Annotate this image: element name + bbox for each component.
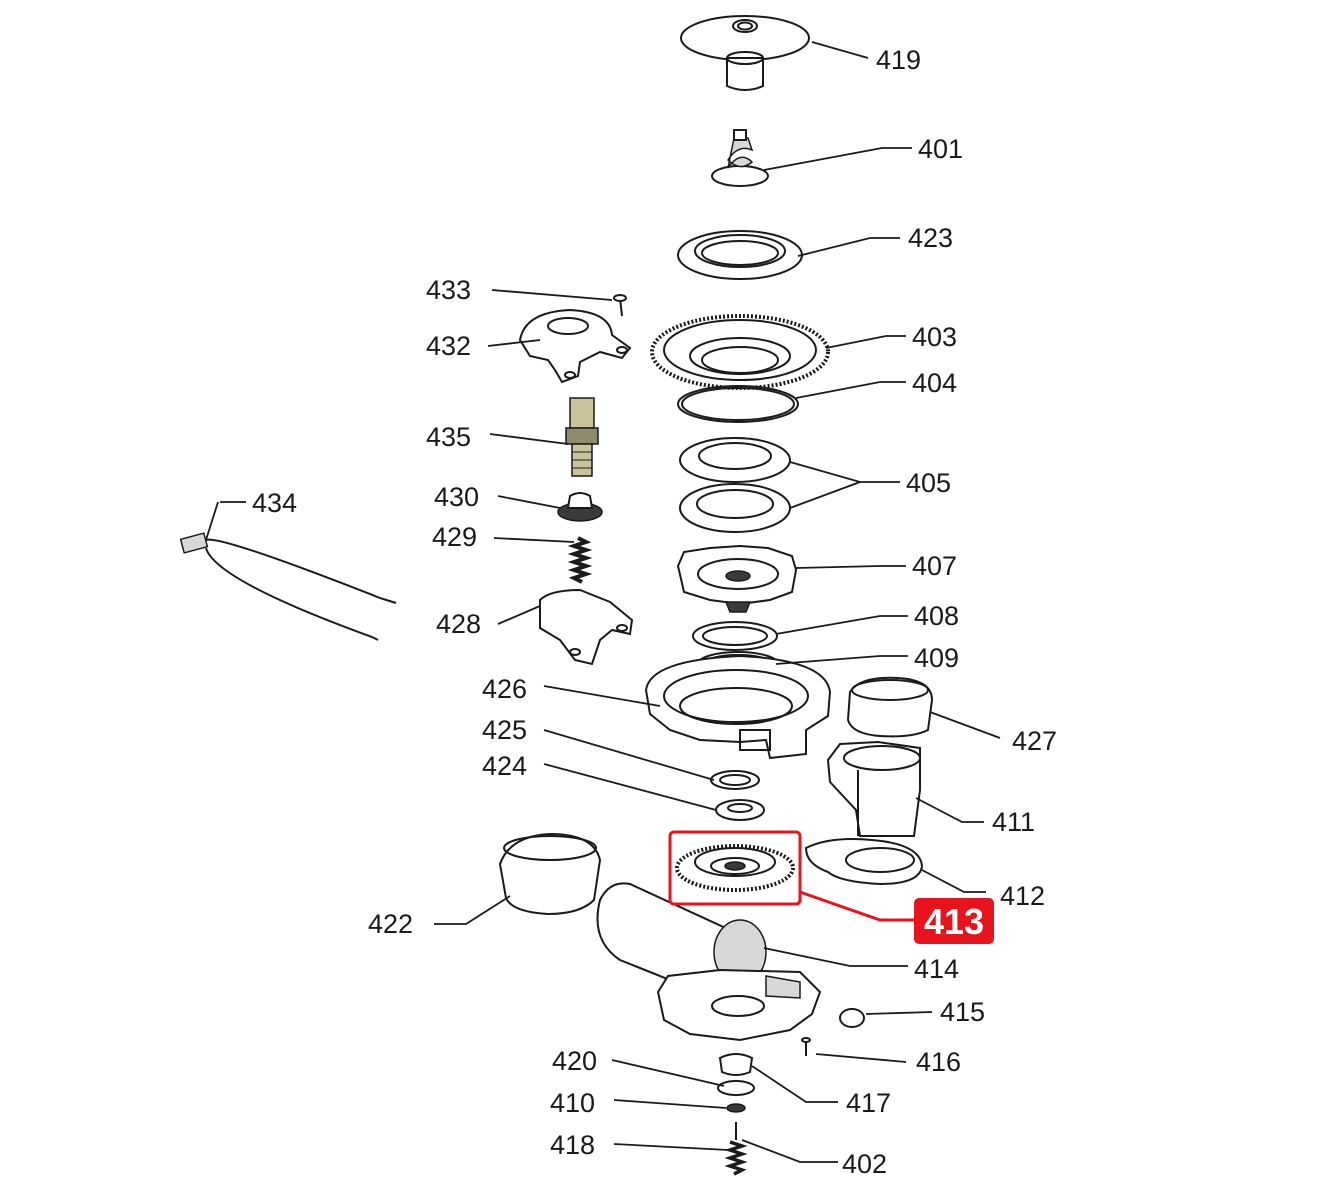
- part-432-bracket: [518, 308, 632, 384]
- callout-414: 414: [914, 954, 959, 984]
- part-412-base-plate: [804, 838, 924, 886]
- part-430-cap: [557, 492, 603, 522]
- callout-433: 433: [426, 275, 471, 305]
- callout-403: 403: [912, 322, 957, 352]
- part-407-carrier: [676, 544, 798, 613]
- highlight-413: 413: [668, 830, 994, 944]
- callout-405: 405: [906, 468, 951, 498]
- callout-422: 422: [368, 909, 413, 939]
- part-415-knob: [839, 1008, 865, 1028]
- callout-420: 420: [552, 1046, 597, 1076]
- callout-labels: 419 401 423 433 432 403 404 435 405 434 …: [252, 45, 1057, 1179]
- part-417-bushing: [718, 1053, 754, 1076]
- callout-423: 423: [908, 223, 953, 253]
- callout-427: 427: [1012, 726, 1057, 756]
- part-434-cable: [179, 532, 397, 641]
- highlight-label: 413: [924, 901, 984, 942]
- callout-419: 419: [876, 45, 921, 75]
- callout-402: 402: [842, 1149, 887, 1179]
- callout-429: 429: [432, 522, 477, 552]
- part-401-auger: [711, 129, 769, 187]
- callout-416: 416: [916, 1047, 961, 1077]
- callout-411: 411: [992, 807, 1035, 837]
- callout-412: 412: [1000, 881, 1045, 911]
- callout-409: 409: [914, 643, 959, 673]
- callout-401: 401: [918, 134, 963, 164]
- callout-430: 430: [434, 482, 479, 512]
- callout-418: 418: [550, 1130, 595, 1160]
- callout-417: 417: [846, 1088, 891, 1118]
- callout-432: 432: [426, 331, 471, 361]
- callout-404: 404: [912, 368, 957, 398]
- part-408-ring: [692, 621, 778, 651]
- callout-424: 424: [482, 751, 527, 781]
- part-416-screw: [801, 1037, 811, 1056]
- highlight-leader: [799, 890, 916, 922]
- callout-408: 408: [914, 601, 959, 631]
- part-413-burr: [675, 844, 795, 892]
- leader-lines: [205, 41, 1001, 1163]
- callout-425: 425: [482, 715, 527, 745]
- callout-415: 415: [940, 997, 985, 1027]
- highlight-badge: [914, 898, 994, 944]
- part-429-spring: [567, 536, 593, 584]
- part-423-ring: [677, 230, 803, 280]
- part-425-washer: [710, 770, 760, 790]
- part-435-valve: [565, 397, 599, 477]
- part-422-sleeve: [498, 832, 602, 916]
- callout-426: 426: [482, 674, 527, 704]
- part-418-spring: [724, 1122, 748, 1176]
- callout-410: 410: [550, 1088, 595, 1118]
- part-405-rings: [679, 437, 791, 533]
- part-424-washer: [715, 799, 765, 821]
- part-428-bracket: [539, 588, 634, 666]
- part-403-gear-ring: [650, 314, 830, 390]
- part-419-cap: [680, 15, 810, 91]
- part-411-container: [826, 740, 921, 837]
- callout-434: 434: [252, 488, 297, 518]
- callout-407: 407: [912, 551, 957, 581]
- part-426-housing: [644, 654, 832, 760]
- part-420-washer: [717, 1080, 755, 1096]
- part-lower-housing: [656, 968, 822, 1042]
- highlight-frame: [668, 830, 802, 906]
- part-427-chute: [846, 676, 934, 738]
- part-433-screw: [613, 294, 627, 317]
- part-410-nut: [726, 1103, 746, 1113]
- callout-435: 435: [426, 422, 471, 452]
- callout-428: 428: [436, 609, 481, 639]
- part-404-o-ring: [677, 385, 799, 423]
